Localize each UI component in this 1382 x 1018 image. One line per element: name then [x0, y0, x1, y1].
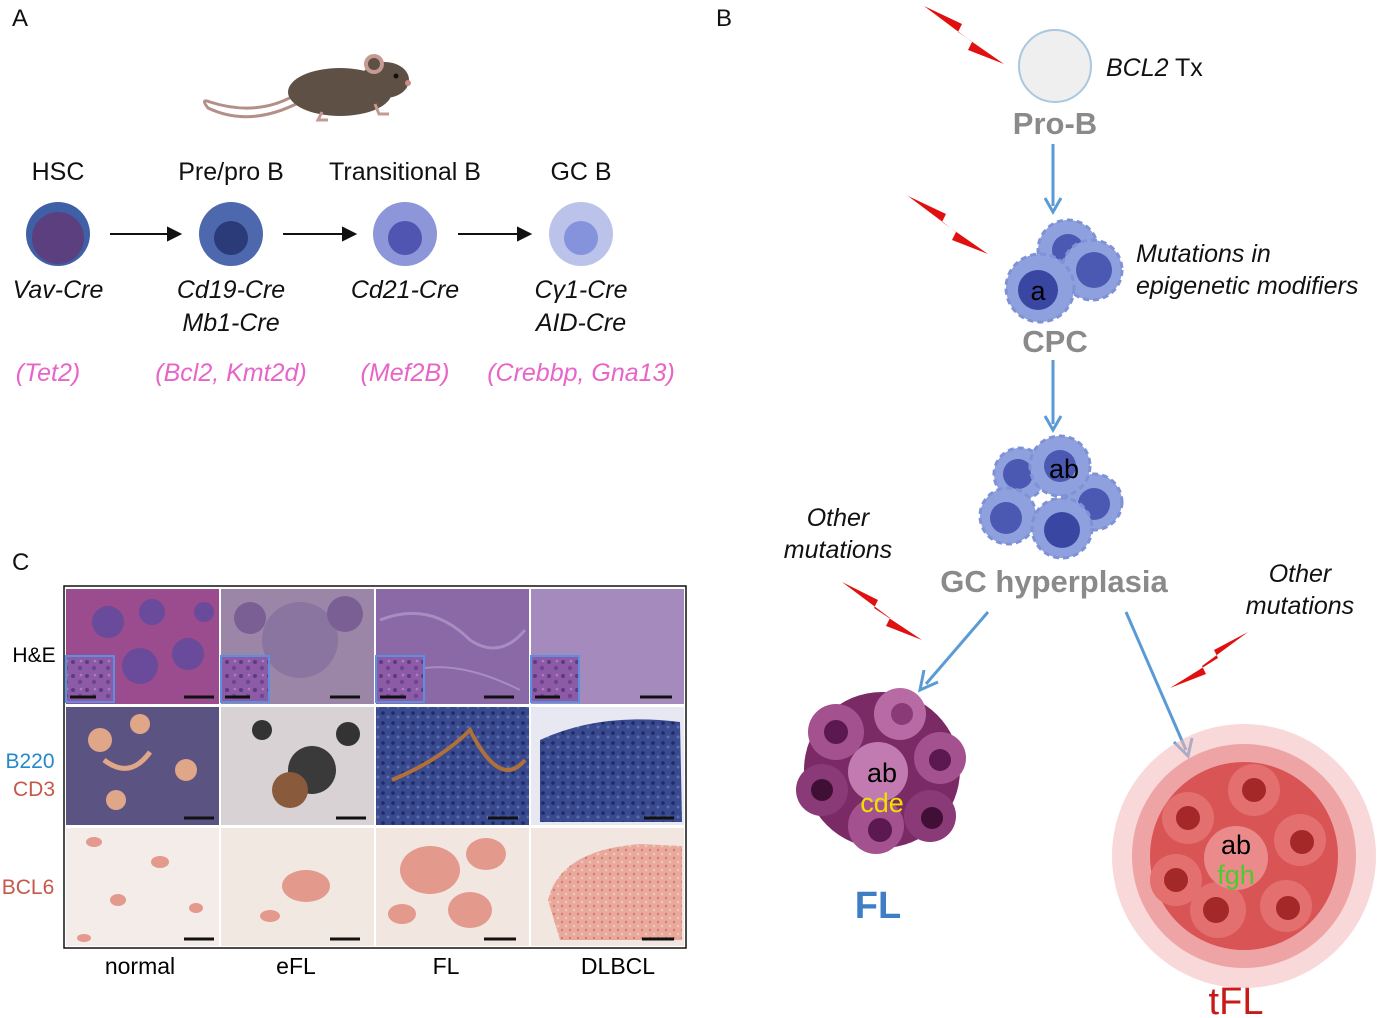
pro-b-label: Pro-B [1013, 106, 1097, 141]
stage-name: GC B [550, 158, 611, 186]
panel-c-letter: C [12, 549, 29, 576]
cre-driver-label: Cγ1-Cre [534, 276, 627, 304]
tx-label: Tx [1169, 54, 1204, 82]
other-mutations-right-1: Other [1269, 560, 1333, 588]
row-label-bcl6: BCL6 [2, 876, 55, 899]
mutations-line2: epigenetic modifiers [1136, 272, 1358, 300]
bcl2-label: BCL2 [1106, 54, 1169, 82]
micrograph-row-he [65, 589, 684, 704]
gc-mutation-label: ab [1049, 454, 1079, 484]
panel-a-stages: HSC Vav-Cre (Tet2) Pre/pro B Cd19-CreMb1-Cre… [13, 158, 675, 387]
gc-hyperplasia-label: GC hyperplasia [940, 564, 1168, 599]
lightning-bolt-icon [842, 582, 922, 640]
gene-list-label: (Mef2B) [361, 359, 450, 387]
micrograph-row-b220-cd3 [66, 707, 684, 825]
col-label-normal: normal [105, 953, 175, 979]
row-label-b220: B220 [5, 750, 54, 773]
pro-b-cell [1018, 29, 1092, 103]
micrograph-row-bcl6 [66, 828, 684, 946]
cpc-cell-cluster [1004, 218, 1124, 324]
fl-mutation-cde: cde [860, 788, 904, 818]
other-mutations-left-1: Other [807, 504, 871, 532]
other-mutations-left-2: mutations [784, 536, 892, 564]
fl-mutation-ab: ab [867, 758, 897, 788]
panel-a-letter: A [12, 5, 28, 32]
row-label-he: H&E [12, 644, 55, 667]
gene-list-label: (Bcl2, Kmt2d) [155, 359, 306, 387]
cpc-mutation-label: a [1030, 276, 1046, 306]
panel-b-letter: B [716, 5, 732, 32]
cell-nucleus [564, 221, 598, 255]
cell-nucleus [214, 221, 248, 255]
cpc-label: CPC [1022, 324, 1087, 359]
cre-driver-label: Cd21-Cre [351, 276, 459, 304]
gene-list-label: (Crebbp, Gna13) [487, 359, 675, 387]
tfl-mutation-fgh: fgh [1217, 860, 1255, 890]
stage-name: Pre/pro B [178, 158, 284, 186]
cre-driver-label: Vav-Cre [13, 276, 104, 304]
panel-a-arrows [110, 226, 533, 242]
cell-nucleus [388, 221, 422, 255]
gc-cell-cluster [978, 434, 1124, 560]
tfl-cell-cluster [1112, 724, 1376, 988]
stage-name: HSC [32, 158, 85, 186]
col-label-dlbcl: DLBCL [581, 953, 655, 979]
lightning-bolt-icon [908, 196, 988, 254]
svg-text:BCL2 Tx: BCL2 Tx [1106, 54, 1203, 82]
lightning-bolt-icon [924, 6, 1004, 64]
cre-driver-label: AID-Cre [534, 309, 626, 337]
gene-list-label: (Tet2) [16, 359, 80, 387]
mouse-icon [203, 54, 411, 122]
cell-nucleus [32, 212, 84, 264]
tfl-mutation-ab: ab [1221, 830, 1251, 860]
stage-3: Transitional B Cd21-Cre (Mef2B) [329, 158, 481, 387]
cre-driver-label: Mb1-Cre [182, 309, 279, 337]
stage-name: Transitional B [329, 158, 481, 186]
lightning-bolt-icon [1170, 632, 1248, 688]
cre-driver-label: Cd19-Cre [177, 276, 285, 304]
other-mutations-right-2: mutations [1246, 592, 1354, 620]
fl-label: FL [855, 885, 901, 927]
col-label-fl: FL [433, 953, 460, 979]
tfl-label: tFL [1209, 981, 1264, 1018]
row-label-cd3: CD3 [13, 778, 55, 801]
fl-cell-cluster [796, 688, 966, 854]
scale-bars [70, 695, 674, 941]
stage-1: HSC Vav-Cre (Tet2) [13, 158, 104, 387]
mutations-line1: Mutations in [1136, 240, 1271, 268]
col-label-efl: eFL [276, 953, 316, 979]
